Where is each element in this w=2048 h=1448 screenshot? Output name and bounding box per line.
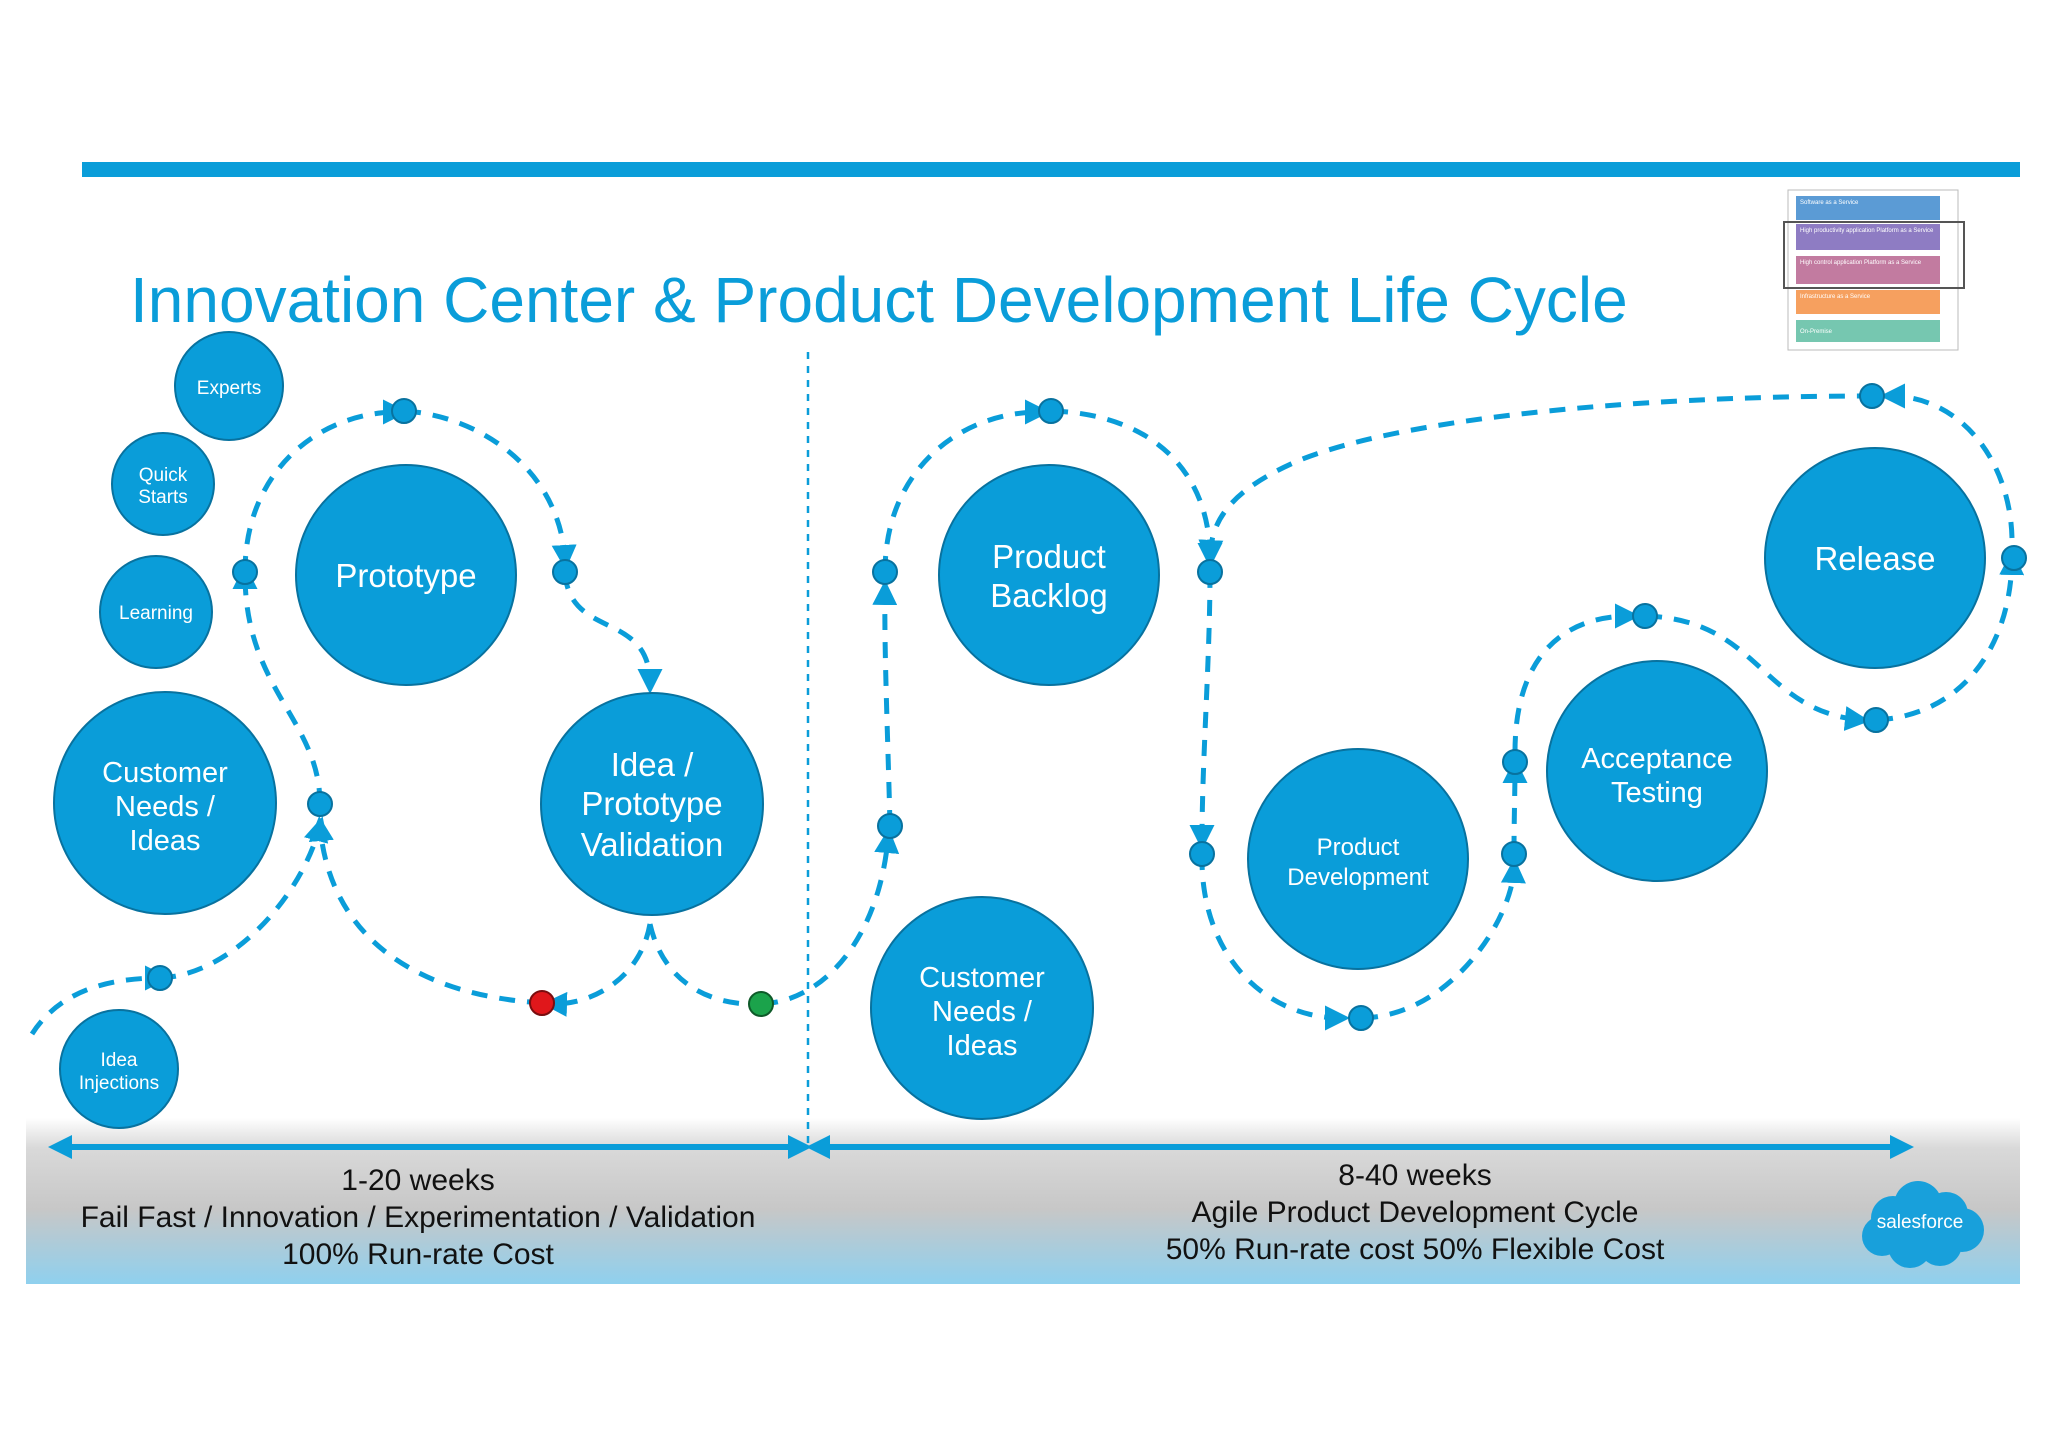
flow-fail-back [308, 816, 544, 1006]
flow-point [391, 398, 417, 424]
phase-right-duration: 8-40 weeks [1338, 1159, 1491, 1192]
salesforce-logo-text: salesforce [1877, 1212, 1964, 1233]
node-product-development-line-2: Development [1287, 864, 1429, 891]
page-title: Innovation Center & Product Development … [130, 264, 1628, 336]
node-product-development-line-1: Product [1317, 834, 1400, 861]
flow-pass-out [761, 828, 900, 1007]
node-idea-validation-line-2: Prototype [581, 785, 722, 822]
node-customer-needs-left-line-3: Ideas [130, 825, 201, 857]
flow-release-to-backlog [1198, 393, 1874, 565]
flow-release-bottom-right [1876, 550, 2025, 723]
flow-to-prototype-top [242, 399, 408, 573]
quick-starts-label-line-2: Starts [138, 487, 188, 508]
salesforce-logo: salesforce [1862, 1181, 1984, 1268]
fail-point [529, 990, 555, 1016]
flow-point [1348, 1005, 1374, 1031]
flow-validation-fail [542, 923, 653, 1017]
flow-to-validation [562, 572, 663, 694]
node-release-label: Release [1814, 540, 1935, 577]
node-acceptance-testing-line-2: Testing [1611, 777, 1703, 809]
flow-to-development [1189, 571, 1215, 850]
flow-to-acceptance [1502, 758, 1528, 853]
experts-label: Experts [197, 378, 261, 399]
node-acceptance-testing: Acceptance Testing [1546, 660, 1768, 882]
flow-backlog-top [882, 399, 1050, 573]
flow-dev-up [1361, 858, 1526, 1021]
node-customer-needs-right-line-1: Customer [919, 962, 1045, 994]
flow-points [147, 383, 2027, 1031]
node-customer-needs-right-line-2: Needs / [932, 996, 1033, 1028]
quick-starts-label-line-1: Quick [139, 465, 188, 486]
node-product-backlog-line-2: Backlog [990, 577, 1107, 614]
platform-stack-thumbnail: Software as a Service High productivity … [1783, 189, 1965, 351]
flow-to-backlog [872, 580, 898, 827]
flow-paths [29, 383, 2025, 1036]
thumb-row-3: High control application Platform as a S… [1800, 260, 1922, 266]
thumb-row-1: Software as a Service [1800, 200, 1859, 206]
node-customer-needs-left-line-2: Needs / [115, 791, 216, 823]
node-idea-validation-line-3: Validation [581, 826, 724, 863]
flow-dev-bottom [1199, 853, 1350, 1031]
pass-point [748, 991, 774, 1017]
flow-point [1632, 603, 1658, 629]
node-product-backlog-line-1: Product [992, 538, 1106, 575]
thumb-row-5: On-Premise [1800, 329, 1833, 335]
top-accent-bar [82, 162, 2020, 177]
node-prototype: Prototype [295, 464, 517, 686]
flow-to-release-bottom [1645, 613, 1870, 731]
flow-point [877, 813, 903, 839]
flow-acceptance-top [1512, 603, 1640, 753]
node-product-backlog: Product Backlog [938, 464, 1160, 686]
flow-point [1863, 707, 1889, 733]
flow-point [2001, 545, 2027, 571]
node-customer-needs-right-line-3: Ideas [947, 1030, 1018, 1062]
flow-backlog-down [1051, 408, 1223, 568]
flow-point [1189, 841, 1215, 867]
flow-point [552, 559, 578, 585]
node-prototype-label: Prototype [335, 557, 476, 594]
flow-point [232, 559, 258, 585]
phase-left-duration: 1-20 weeks [341, 1164, 494, 1197]
phase-right-description: Agile Product Development Cycle [1192, 1196, 1639, 1229]
node-idea-validation-line-1: Idea / [611, 746, 694, 783]
flow-point [1502, 749, 1528, 775]
thumb-row-2: High productivity application Platform a… [1800, 228, 1934, 234]
flow-point [1501, 841, 1527, 867]
node-idea-validation: Idea / Prototype Validation [540, 692, 764, 916]
flow-release-right-top [1880, 383, 2015, 539]
learning-label: Learning [119, 603, 193, 624]
thumb-row-4: Infrastructure as a Service [1800, 294, 1871, 300]
phase-right-cost: 50% Run-rate cost 50% Flexible Cost [1166, 1233, 1665, 1266]
node-release: Release [1764, 447, 1986, 669]
idea-injections-bubble: Idea Injections [59, 1009, 179, 1129]
flow-point [1859, 383, 1885, 409]
flow-point [1197, 559, 1223, 585]
flow-point [147, 965, 173, 991]
flow-left-loop [232, 564, 323, 805]
experts-bubble: Experts [174, 331, 284, 441]
idea-injections-label-line-1: Idea [101, 1050, 138, 1071]
node-customer-needs-left: Customer Needs / Ideas [53, 691, 277, 915]
flow-validation-pass [647, 923, 761, 1007]
flow-point [307, 791, 333, 817]
flow-prototype-down [404, 408, 577, 570]
node-product-development: Product Development [1247, 748, 1469, 970]
flow-point [1038, 398, 1064, 424]
idea-injections-label-line-2: Injections [79, 1073, 159, 1094]
quick-starts-bubble: Quick Starts [111, 432, 215, 536]
node-customer-needs-left-line-1: Customer [102, 757, 228, 789]
learning-bubble: Learning [99, 555, 213, 669]
flow-point [872, 559, 898, 585]
flow-to-injection-point [159, 816, 329, 981]
phase-left-description: Fail Fast / Innovation / Experimentation… [81, 1201, 756, 1234]
phase-left-cost: 100% Run-rate Cost [282, 1238, 554, 1271]
node-acceptance-testing-line-1: Acceptance [1581, 743, 1733, 775]
node-customer-needs-right: Customer Needs / Ideas [870, 896, 1094, 1120]
